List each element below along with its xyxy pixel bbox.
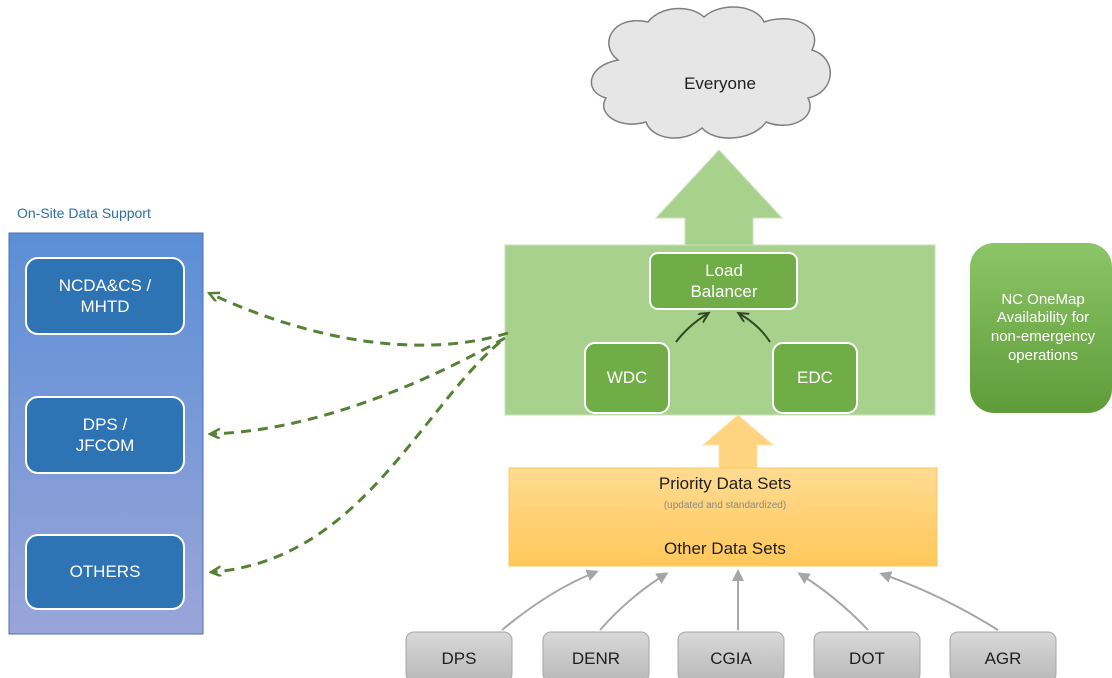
up-arrow-to-cluster xyxy=(701,414,775,469)
cloud-shape xyxy=(590,6,831,139)
wdc-to-load-balancer-arrow xyxy=(675,314,707,343)
wdc-box xyxy=(584,342,670,414)
arrow-dot-to-datasets xyxy=(797,572,869,631)
source-box-dps xyxy=(405,631,513,678)
availability-box xyxy=(970,243,1112,413)
dashed-arrow-to-others xyxy=(213,340,501,572)
arrow-denr-to-datasets xyxy=(599,572,669,631)
arrow-dps-to-datasets xyxy=(501,569,599,631)
dashed-arrow-to-dps xyxy=(212,336,506,434)
arrow-agr-to-datasets xyxy=(879,571,999,631)
source-box-dot xyxy=(813,631,921,678)
source-box-denr xyxy=(542,631,650,678)
up-arrow-to-everyone xyxy=(654,149,784,246)
onsite-box-ncda xyxy=(25,257,185,335)
load-balancer-box xyxy=(649,252,798,310)
datasets-panel xyxy=(508,467,938,567)
source-box-cgia xyxy=(677,631,785,678)
source-box-agr xyxy=(949,631,1057,678)
dashed-arrow-to-ncda xyxy=(211,294,509,347)
onsite-box-others xyxy=(25,534,185,610)
edc-box xyxy=(772,342,858,414)
edc-to-load-balancer-arrow xyxy=(740,314,771,343)
onsite-box-dps xyxy=(25,396,185,474)
